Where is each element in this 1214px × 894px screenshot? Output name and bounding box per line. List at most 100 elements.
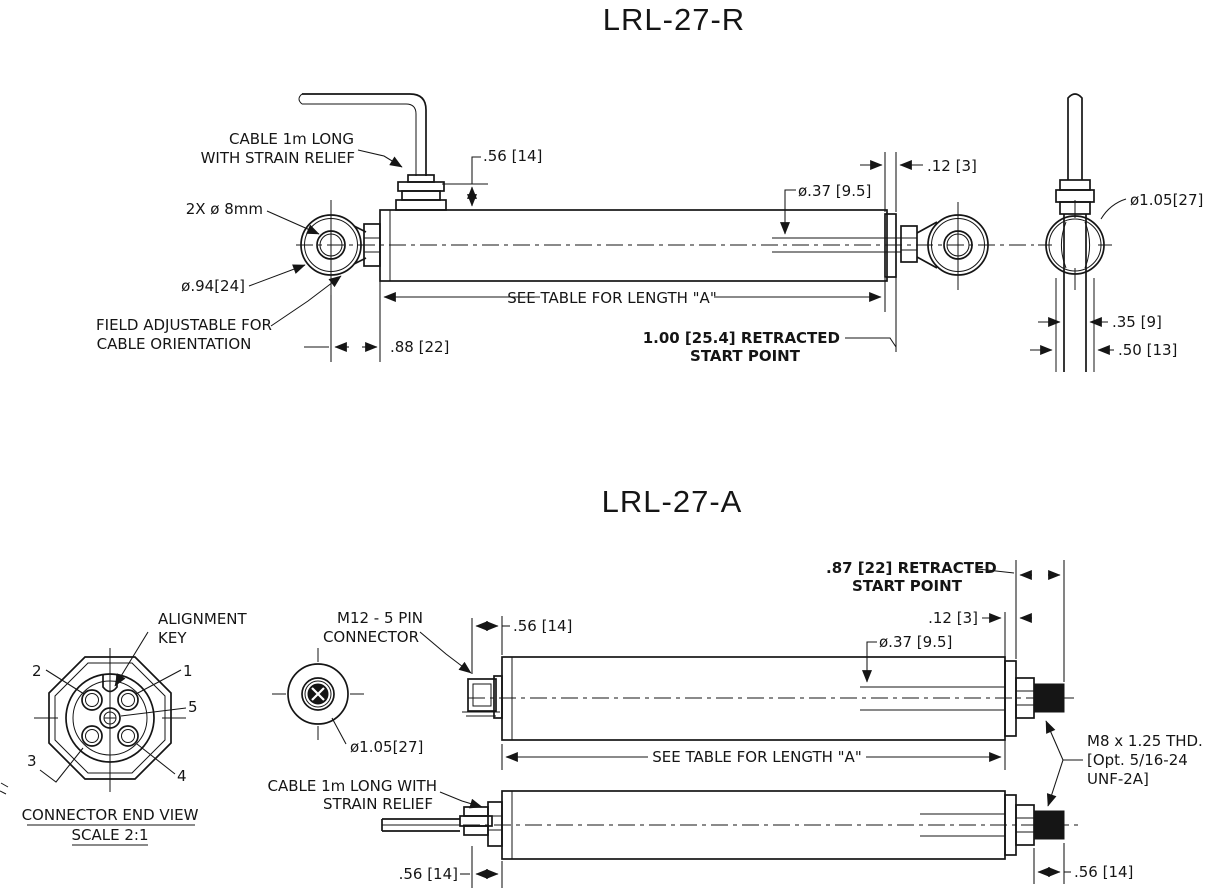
alignment-key-line2: KEY — [158, 629, 187, 647]
cable-label-line2: WITH STRAIN RELIEF — [201, 149, 355, 167]
dim-conn-offset: .56 [14] — [513, 617, 572, 635]
dim-rod-dia: ø.37 [9.5] — [798, 182, 871, 200]
pin-4-circle — [117, 725, 139, 747]
dim-conn-offset-lines — [471, 616, 510, 674]
edge-artifact — [0, 782, 9, 795]
piston-rod — [772, 237, 901, 253]
dim-retract-lines — [845, 258, 897, 352]
pin-5-center — [99, 707, 121, 729]
alignment-key-line1: ALIGNMENT — [158, 610, 248, 628]
title-lrl-27-r: LRL-27-R — [603, 2, 745, 37]
dim-retract-a-line1: .87 [22] RETRACTED — [826, 559, 997, 577]
dim-gland-height: .56 [14] — [483, 147, 542, 165]
body2-threaded-stud — [1033, 810, 1065, 840]
dim-end-gap-a-lines — [982, 612, 1032, 659]
right-hex-nut — [900, 225, 918, 263]
side-outer-width-label: .50 [13] — [1118, 341, 1177, 359]
field-adjust-line1: FIELD ADJUSTABLE FOR — [96, 316, 272, 334]
m12-face-dia-leader — [331, 717, 347, 745]
pin-2-leader — [45, 669, 85, 695]
m12-leader — [419, 631, 472, 674]
cylinder-body — [379, 209, 897, 282]
dim-retract-line1: 1.00 [25.4] RETRACTED — [643, 329, 840, 347]
cable-leader — [357, 149, 403, 168]
lrl27r-side-view: ø1.05[27] .35 [9] .50 [13] — [1030, 93, 1203, 372]
dim-retract-line2: START POINT — [690, 347, 801, 365]
dim-gland-offset-a: .56 [14] — [399, 865, 458, 883]
dim-retract-a-lines — [977, 560, 1065, 682]
dim-rod-dia-a: ø.37 [9.5] — [879, 633, 952, 651]
pin-5-label: 5 — [188, 698, 198, 716]
thread-label-line2: [Opt. 5/16-24 — [1087, 751, 1188, 769]
dim-eye-offset-lines — [304, 295, 378, 362]
side-dia-leader — [1100, 198, 1127, 220]
cable-label-line1: CABLE 1m LONG — [229, 130, 354, 148]
pin-4-label: 4 — [177, 767, 187, 785]
bore-label: 2X ø 8mm — [186, 200, 263, 218]
lrl27r-annotations: CABLE 1m LONG WITH STRAIN RELIEF 2X ø 8m… — [96, 130, 977, 365]
field-adjust-line2: CABLE ORIENTATION — [97, 335, 252, 353]
dim-rod-dia-a-lines — [862, 641, 877, 683]
pin-3-leader — [39, 747, 84, 783]
lrl27a-body1-dims: .56 [14] .87 [22] RETRACTED START POINT … — [471, 559, 1203, 807]
lrl27a-body-cable — [381, 790, 1078, 860]
lrl27a-body-connector — [462, 656, 1078, 741]
pin-1-leader — [135, 669, 182, 695]
lrl27a-body2-dims: CABLE 1m LONG WITH STRAIN RELIEF .56 [14… — [268, 777, 1133, 888]
side-eye-ball — [1038, 200, 1112, 290]
thread-leader — [1045, 720, 1083, 807]
field-adjust-leader — [270, 275, 342, 327]
body1-threaded-stud — [1033, 683, 1065, 713]
thread-label-line1: M8 x 1.25 THD. — [1087, 732, 1203, 750]
dim-end-gap-a: .12 [3] — [928, 609, 978, 627]
dim-end-gap-lines — [860, 152, 923, 212]
pin-3-label: 3 — [27, 752, 37, 770]
dim-length-a-lines — [501, 740, 1006, 770]
right-rod-end-eye — [916, 202, 989, 290]
bore-leader — [266, 210, 320, 235]
dim-length-a-label: SEE TABLE FOR LENGTH "A" — [652, 748, 861, 766]
side-inner-width-label: .35 [9] — [1112, 313, 1162, 331]
dim-gland-height-lines — [442, 156, 488, 207]
dim-length-label: SEE TABLE FOR LENGTH "A" — [507, 289, 716, 307]
cable-label-a-line1: CABLE 1m LONG WITH — [268, 777, 438, 795]
m12-connector-stub — [462, 675, 503, 719]
m12-face-view: ø1.05[27] — [272, 648, 423, 756]
connector-view-caption: CONNECTOR END VIEW — [22, 806, 199, 824]
side-cable — [1067, 93, 1083, 180]
lrl27r-main-view — [296, 93, 1034, 295]
pin-4-leader — [136, 743, 176, 775]
connector-view-scale: SCALE 2:1 — [72, 826, 149, 844]
cable-a-leader — [439, 791, 483, 809]
dim-rod-dia-lines — [780, 189, 796, 235]
m12-label-line1: M12 - 5 PIN — [337, 609, 423, 627]
body2-cable-gland — [459, 801, 503, 847]
pin-3-circle — [81, 725, 103, 747]
pin-2-label: 2 — [32, 662, 42, 680]
alignment-key-notch — [102, 674, 118, 693]
dim-retract-a-line2: START POINT — [852, 577, 963, 595]
m12-label-line2: CONNECTOR — [323, 628, 419, 646]
pin-1-label: 1 — [183, 662, 193, 680]
alignment-key-leader — [114, 631, 149, 687]
side-dia-label: ø1.05[27] — [1130, 191, 1203, 209]
dim-stud-len-lines — [1033, 843, 1071, 884]
dim-eye-offset: .88 [22] — [390, 338, 449, 356]
dim-gland-offset-a-lines — [460, 846, 503, 888]
cable-label-a-line2: STRAIN RELIEF — [323, 795, 433, 813]
eye-dia-leader — [248, 264, 306, 287]
pin-2-circle — [81, 689, 103, 711]
cable-gland — [395, 174, 447, 211]
left-rod-end-eye — [300, 200, 367, 295]
title-lrl-27-a: LRL-27-A — [602, 484, 743, 519]
dim-stud-len: .56 [14] — [1074, 863, 1133, 881]
m12-face-dia-label: ø1.05[27] — [350, 738, 423, 756]
pin-1-circle — [117, 689, 139, 711]
cable — [298, 93, 427, 176]
eye-dia-label: ø.94[24] — [181, 277, 245, 295]
thread-label-line3: UNF-2A] — [1087, 770, 1149, 788]
body2-cable — [381, 818, 460, 832]
dim-end-gap: .12 [3] — [927, 157, 977, 175]
